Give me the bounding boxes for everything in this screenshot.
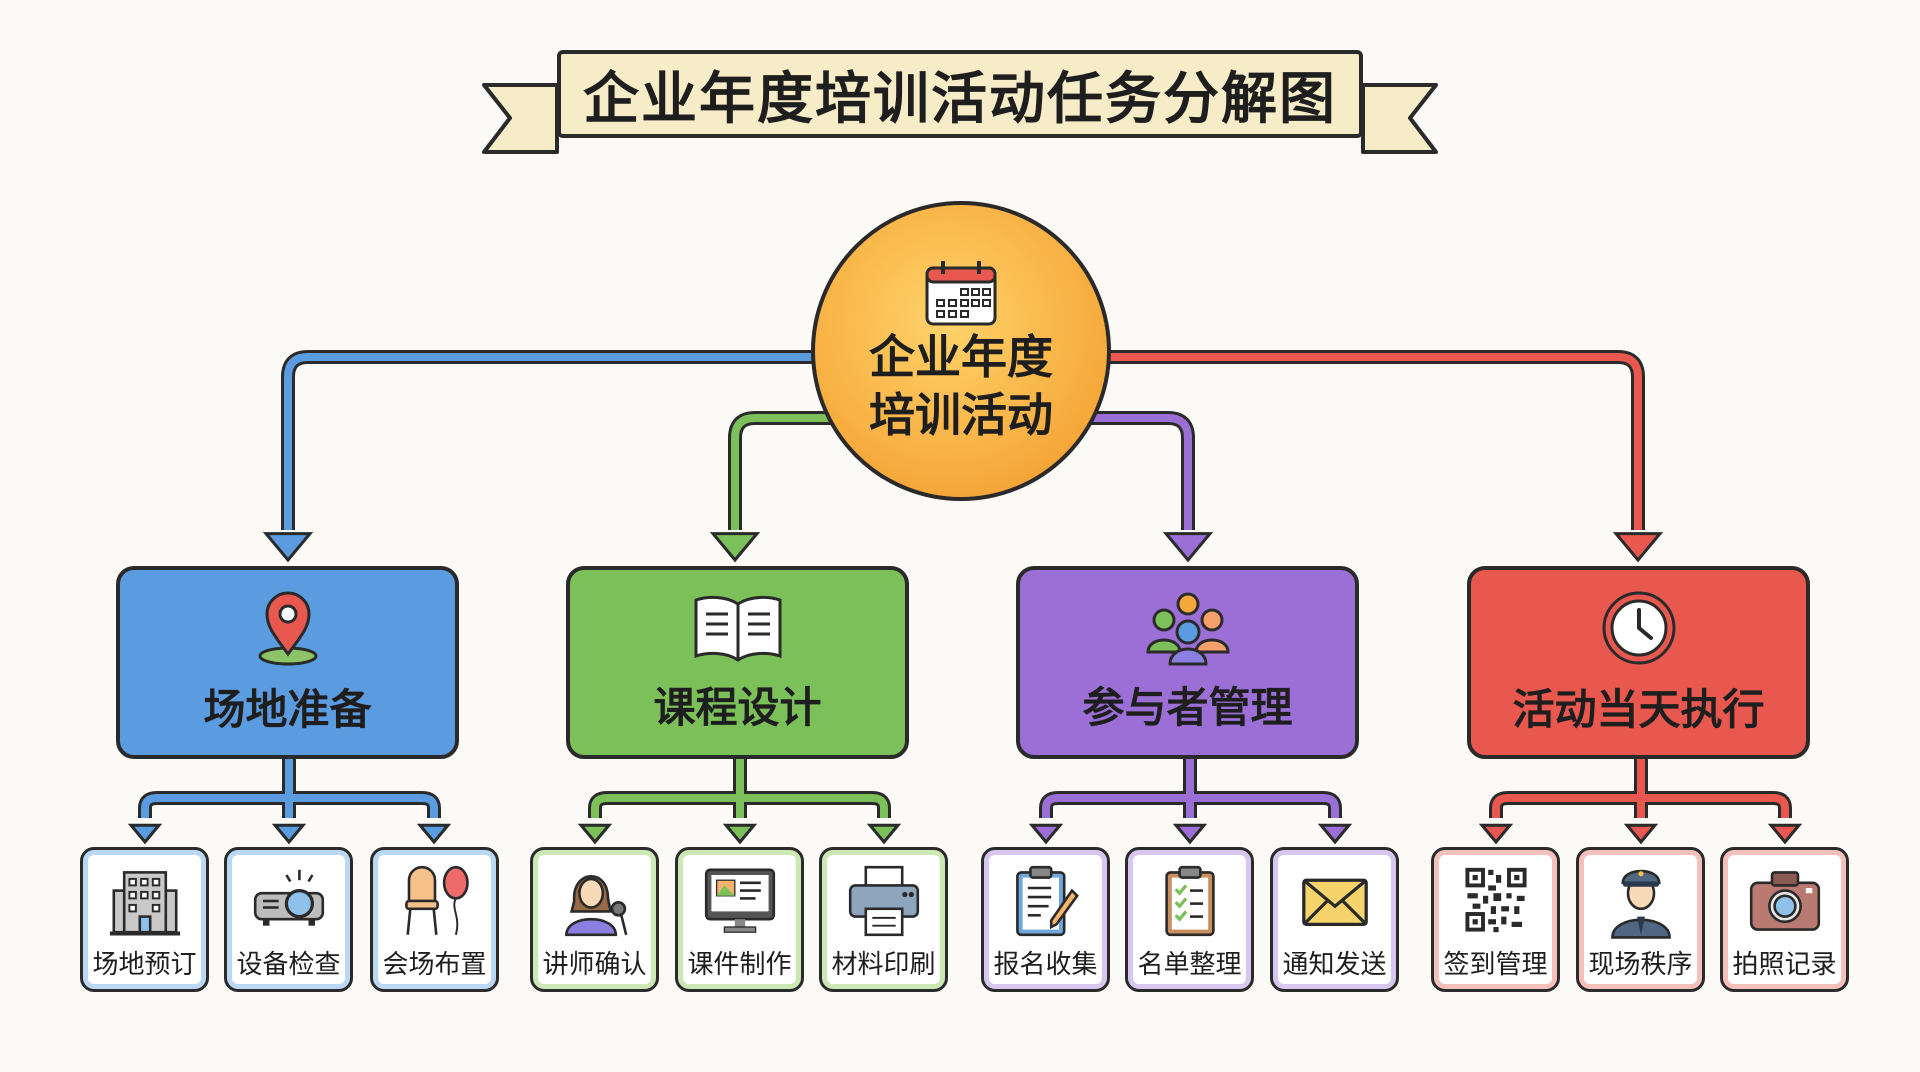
main-connector bbox=[1072, 414, 1192, 530]
arrowhead bbox=[262, 532, 314, 563]
task-label: 签到管理 bbox=[1443, 950, 1548, 980]
task-photo-record: 拍照记录 bbox=[1720, 847, 1849, 992]
banner-right-tail bbox=[1361, 83, 1438, 154]
clock-icon bbox=[1602, 591, 1675, 665]
task-courseware: 课件制作 bbox=[675, 847, 804, 992]
arrowhead bbox=[577, 823, 613, 845]
task-label: 现场秩序 bbox=[1588, 950, 1693, 980]
task-registration: 报名收集 bbox=[981, 847, 1110, 992]
category-label: 场地准备 bbox=[203, 685, 372, 734]
arrowhead bbox=[1478, 823, 1514, 845]
title-banner: 企业年度培训活动任务分解图 bbox=[557, 50, 1363, 138]
category-participant-mgmt: 参与者管理 bbox=[1016, 566, 1359, 759]
main-connector bbox=[284, 353, 820, 530]
task-label: 设备检查 bbox=[236, 950, 341, 980]
root-label: 企业年度培训活动 bbox=[869, 330, 1053, 442]
main-connector bbox=[728, 411, 850, 530]
sub-connector bbox=[591, 759, 888, 818]
diagram-title: 企业年度培训活动任务分解图 bbox=[583, 66, 1337, 132]
sub-connector bbox=[141, 759, 438, 818]
task-material-printing: 材料印刷 bbox=[819, 847, 948, 992]
arrowhead bbox=[1162, 532, 1214, 563]
projector-icon bbox=[253, 869, 324, 926]
task-onsite-order: 现场秩序 bbox=[1576, 847, 1705, 992]
category-event-day: 活动当天执行 bbox=[1467, 566, 1810, 759]
category-venue-prep: 场地准备 bbox=[116, 566, 459, 759]
arrowhead bbox=[1767, 823, 1803, 845]
printer-icon bbox=[848, 865, 919, 937]
chair-balloon-icon bbox=[404, 865, 469, 936]
checklist-icon bbox=[1164, 865, 1215, 937]
task-checkin: 签到管理 bbox=[1431, 847, 1560, 992]
task-label: 场地预订 bbox=[92, 950, 197, 980]
root-node: 企业年度培训活动 bbox=[811, 201, 1111, 501]
task-label: 名单整理 bbox=[1137, 950, 1242, 980]
envelope-icon bbox=[1301, 878, 1368, 927]
clipboard-pencil-icon bbox=[1015, 865, 1079, 937]
qr-code-icon bbox=[1464, 867, 1527, 933]
arrowhead bbox=[866, 823, 902, 845]
arrowhead bbox=[709, 532, 761, 563]
task-list-organize: 名单整理 bbox=[1125, 847, 1254, 992]
task-label: 讲师确认 bbox=[542, 950, 647, 980]
task-notification: 通知发送 bbox=[1270, 847, 1399, 992]
arrowhead bbox=[127, 823, 163, 845]
main-connector bbox=[1072, 411, 1195, 530]
task-label: 课件制作 bbox=[687, 950, 792, 980]
task-label: 通知发送 bbox=[1282, 950, 1387, 980]
arrowhead bbox=[722, 823, 758, 845]
task-equipment-check: 设备检查 bbox=[224, 847, 353, 992]
banner-left-tail bbox=[482, 83, 559, 154]
camera-icon bbox=[1749, 871, 1820, 931]
location-pin-icon bbox=[258, 591, 317, 666]
security-guard-icon bbox=[1610, 869, 1671, 939]
arrowhead bbox=[1612, 532, 1664, 563]
task-instructor-confirm: 讲师确认 bbox=[530, 847, 659, 992]
category-course-design: 课程设计 bbox=[566, 566, 909, 759]
open-book-icon bbox=[694, 595, 781, 662]
arrowhead bbox=[416, 823, 452, 845]
category-label: 参与者管理 bbox=[1082, 683, 1293, 732]
task-label: 会场布置 bbox=[382, 950, 487, 980]
arrowhead bbox=[1028, 823, 1064, 845]
category-label: 课程设计 bbox=[653, 683, 822, 732]
main-connector bbox=[1102, 353, 1642, 530]
main-connector bbox=[731, 414, 850, 530]
arrowhead bbox=[1172, 823, 1208, 845]
task-label: 拍照记录 bbox=[1732, 950, 1837, 980]
people-group-icon bbox=[1145, 592, 1230, 666]
speaker-icon bbox=[564, 875, 627, 937]
task-venue-booking: 场地预订 bbox=[80, 847, 209, 992]
sub-connector bbox=[1042, 759, 1339, 818]
category-label: 活动当天执行 bbox=[1512, 685, 1765, 734]
building-icon bbox=[109, 871, 180, 936]
task-label: 报名收集 bbox=[993, 950, 1098, 980]
monitor-icon bbox=[704, 868, 775, 933]
sub-connector bbox=[1492, 759, 1789, 818]
arrowhead bbox=[1317, 823, 1353, 845]
calendar-icon bbox=[925, 261, 997, 326]
arrowhead bbox=[271, 823, 307, 845]
task-label: 材料印刷 bbox=[831, 950, 936, 980]
arrowhead bbox=[1623, 823, 1659, 845]
task-venue-decoration: 会场布置 bbox=[370, 847, 499, 992]
